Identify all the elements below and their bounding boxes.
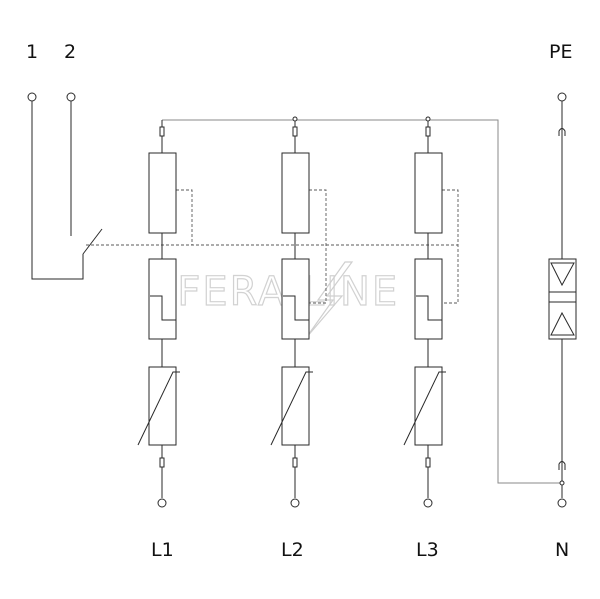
l1-fuse-box <box>148 152 177 234</box>
spark-gap-top-triangle-icon <box>550 262 575 287</box>
l1-bottom-clip <box>159 457 165 468</box>
mechanical-linkage <box>86 189 459 304</box>
l2-top-clip <box>292 126 298 137</box>
terminal-label-1: 1 <box>26 41 38 63</box>
l3-thermal-element <box>416 295 442 321</box>
common-bus-wire <box>162 119 560 484</box>
pe-n-module <box>548 92 577 508</box>
terminal-2-circle <box>66 92 76 102</box>
spark-gap-bottom-triangle-icon <box>550 311 575 336</box>
l3-varistor-symbol <box>403 371 446 446</box>
terminal-l3-circle <box>423 498 433 508</box>
spark-gap-box <box>548 258 577 340</box>
terminal-n-circle <box>557 498 567 508</box>
n-bus-node <box>559 480 565 486</box>
l2-bottom-clip <box>292 457 298 468</box>
terminal-l1-circle <box>157 498 167 508</box>
linkage-l3-dashed <box>442 189 459 304</box>
l2-varistor-symbol <box>270 371 313 446</box>
phase-module-l1 <box>137 120 180 508</box>
terminal-label-l1: L1 <box>151 539 174 561</box>
phase-module-l2 <box>270 116 313 508</box>
terminal-label-l2: L2 <box>281 539 304 561</box>
l3-fuse-box <box>414 152 443 234</box>
l1-top-clip <box>159 126 165 137</box>
contact-wire-1 <box>31 101 84 280</box>
terminal-label-l3: L3 <box>416 539 439 561</box>
l3-varistor-box <box>414 366 443 446</box>
terminal-label-pe: PE <box>549 41 572 63</box>
watermark-text: SFERA LINE <box>150 269 399 315</box>
terminal-pe-circle <box>557 92 567 102</box>
pe-top-connector <box>558 128 566 136</box>
signal-contact <box>27 92 103 280</box>
l2-top-node <box>292 116 298 122</box>
l1-varistor-box <box>148 366 177 446</box>
terminal-label-n: N <box>555 539 569 561</box>
n-bottom-connector <box>558 461 566 470</box>
terminal-l2-circle <box>290 498 300 508</box>
l3-top-node <box>425 116 431 122</box>
l2-varistor-box <box>281 366 310 446</box>
linkage-l1-dashed <box>176 189 193 245</box>
contact-switch-blade <box>82 228 103 255</box>
terminal-1-circle <box>27 92 37 102</box>
l3-bottom-clip <box>425 457 431 468</box>
terminal-label-2: 2 <box>64 41 76 63</box>
l1-thermal-element <box>150 295 176 321</box>
l2-fuse-box <box>281 152 310 234</box>
watermark-lightning-icon <box>305 261 354 339</box>
l1-varistor-symbol <box>137 371 180 446</box>
l3-top-clip <box>425 126 431 137</box>
phase-module-l3 <box>403 116 446 508</box>
l2-thermal-element <box>283 295 309 321</box>
watermark: SFERA LINE <box>149 261 399 339</box>
